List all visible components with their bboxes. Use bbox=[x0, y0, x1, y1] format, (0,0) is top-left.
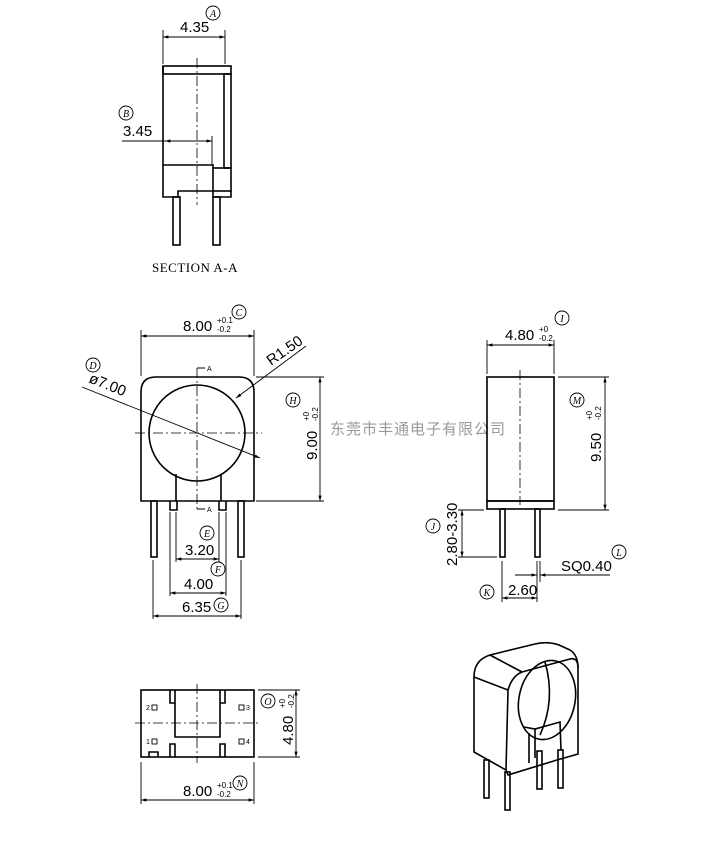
dim-k-value: 2.60 bbox=[508, 582, 537, 599]
pin-label: 3 bbox=[246, 705, 250, 712]
pin bbox=[534, 508, 541, 558]
bottom-body bbox=[140, 689, 255, 758]
front-view: A A 8.00 +0.1 -0.2 C R1.50 ø7.00 D 9.00 … bbox=[81, 304, 324, 619]
dim-i-tag: I bbox=[559, 314, 564, 325]
dim-b-value: 3.45 bbox=[123, 123, 152, 140]
pin-label: 1 bbox=[146, 739, 150, 746]
dim-n-tag: N bbox=[236, 779, 245, 790]
section-mark: A bbox=[207, 366, 212, 373]
pin bbox=[557, 749, 564, 789]
side-body bbox=[486, 376, 555, 502]
tol-minus: -0.2 bbox=[594, 406, 603, 420]
pin bbox=[172, 196, 181, 246]
dim-e-tag: E bbox=[203, 529, 210, 540]
dim-m-tag: M bbox=[572, 396, 582, 407]
isometric-view bbox=[473, 641, 579, 811]
tol-minus: -0.2 bbox=[311, 407, 320, 421]
tol-plus: +0.1 bbox=[217, 781, 233, 790]
section-mark: A bbox=[207, 507, 212, 514]
pin bbox=[150, 500, 158, 558]
tol-minus: -0.2 bbox=[539, 334, 553, 343]
dim-o-value: 4.80 bbox=[280, 716, 297, 745]
dim-e-value: 3.20 bbox=[185, 542, 214, 559]
side-base bbox=[486, 500, 555, 510]
section-view: 4.35 A 3.45 B SECTION A-A bbox=[118, 5, 238, 275]
dim-c-value: 8.00 bbox=[183, 318, 212, 335]
company-watermark: 东莞市丰通电子有限公司 bbox=[330, 420, 506, 438]
section-caption: SECTION A-A bbox=[152, 260, 238, 275]
tol-minus: -0.2 bbox=[217, 790, 231, 799]
dim-a-tag: A bbox=[209, 9, 217, 20]
dim-l-value: SQ0.40 bbox=[561, 558, 612, 575]
side-view: 4.80 +0 -0.2 I 9.50 +0 -0.2 M 2.80-3.30 … bbox=[425, 310, 627, 602]
tol-plus: +0.1 bbox=[217, 316, 233, 325]
dim-b-tag: B bbox=[123, 109, 129, 120]
pin bbox=[504, 771, 511, 811]
dim-j-tag: J bbox=[431, 522, 436, 533]
hatched-base-block bbox=[212, 167, 232, 192]
dim-h-tag: H bbox=[288, 396, 297, 407]
dim-l-tag: L bbox=[615, 548, 622, 559]
dim-d-value: ø7.00 bbox=[87, 370, 129, 400]
dim-g-tag: G bbox=[217, 601, 224, 612]
tol-plus: +0 bbox=[302, 411, 311, 421]
pin bbox=[483, 759, 490, 799]
dim-g-value: 6.35 bbox=[182, 599, 211, 616]
dim-i-value: 4.80 bbox=[505, 327, 534, 344]
pin bbox=[499, 508, 506, 558]
dim-a-value: 4.35 bbox=[180, 19, 209, 36]
pin-label: 4 bbox=[246, 739, 250, 746]
tol-plus: +0 bbox=[585, 410, 594, 420]
dim-k-tag: K bbox=[483, 588, 492, 599]
dim-f-tag: F bbox=[214, 565, 222, 576]
hatched-side-wall bbox=[223, 73, 232, 169]
dim-c-tag: C bbox=[236, 308, 243, 319]
pin bbox=[212, 196, 221, 246]
dim-j-value: 2.80-3.30 bbox=[444, 503, 461, 566]
tag-circle bbox=[205, 5, 221, 21]
dim-h-value: 9.00 bbox=[304, 431, 321, 460]
bobbin-body bbox=[140, 376, 255, 502]
pin bbox=[237, 500, 245, 558]
tol-minus: -0.2 bbox=[287, 694, 296, 708]
tol-minus: -0.2 bbox=[217, 325, 231, 334]
dim-m-value: 9.50 bbox=[588, 433, 605, 462]
dim-n-value: 8.00 bbox=[183, 783, 212, 800]
tol-plus: +0 bbox=[539, 325, 549, 334]
dim-f-value: 4.00 bbox=[184, 576, 213, 593]
dim-o-tag: O bbox=[264, 697, 271, 708]
pin-label: 2 bbox=[146, 705, 150, 712]
dim-d-tag: D bbox=[88, 361, 97, 372]
bottom-view: 2 3 1 4 4.80 +0 -0.2 O 8.00 +0.1 -0.2 N bbox=[135, 684, 300, 804]
tol-plus: +0 bbox=[278, 698, 287, 708]
pin bbox=[536, 750, 543, 790]
